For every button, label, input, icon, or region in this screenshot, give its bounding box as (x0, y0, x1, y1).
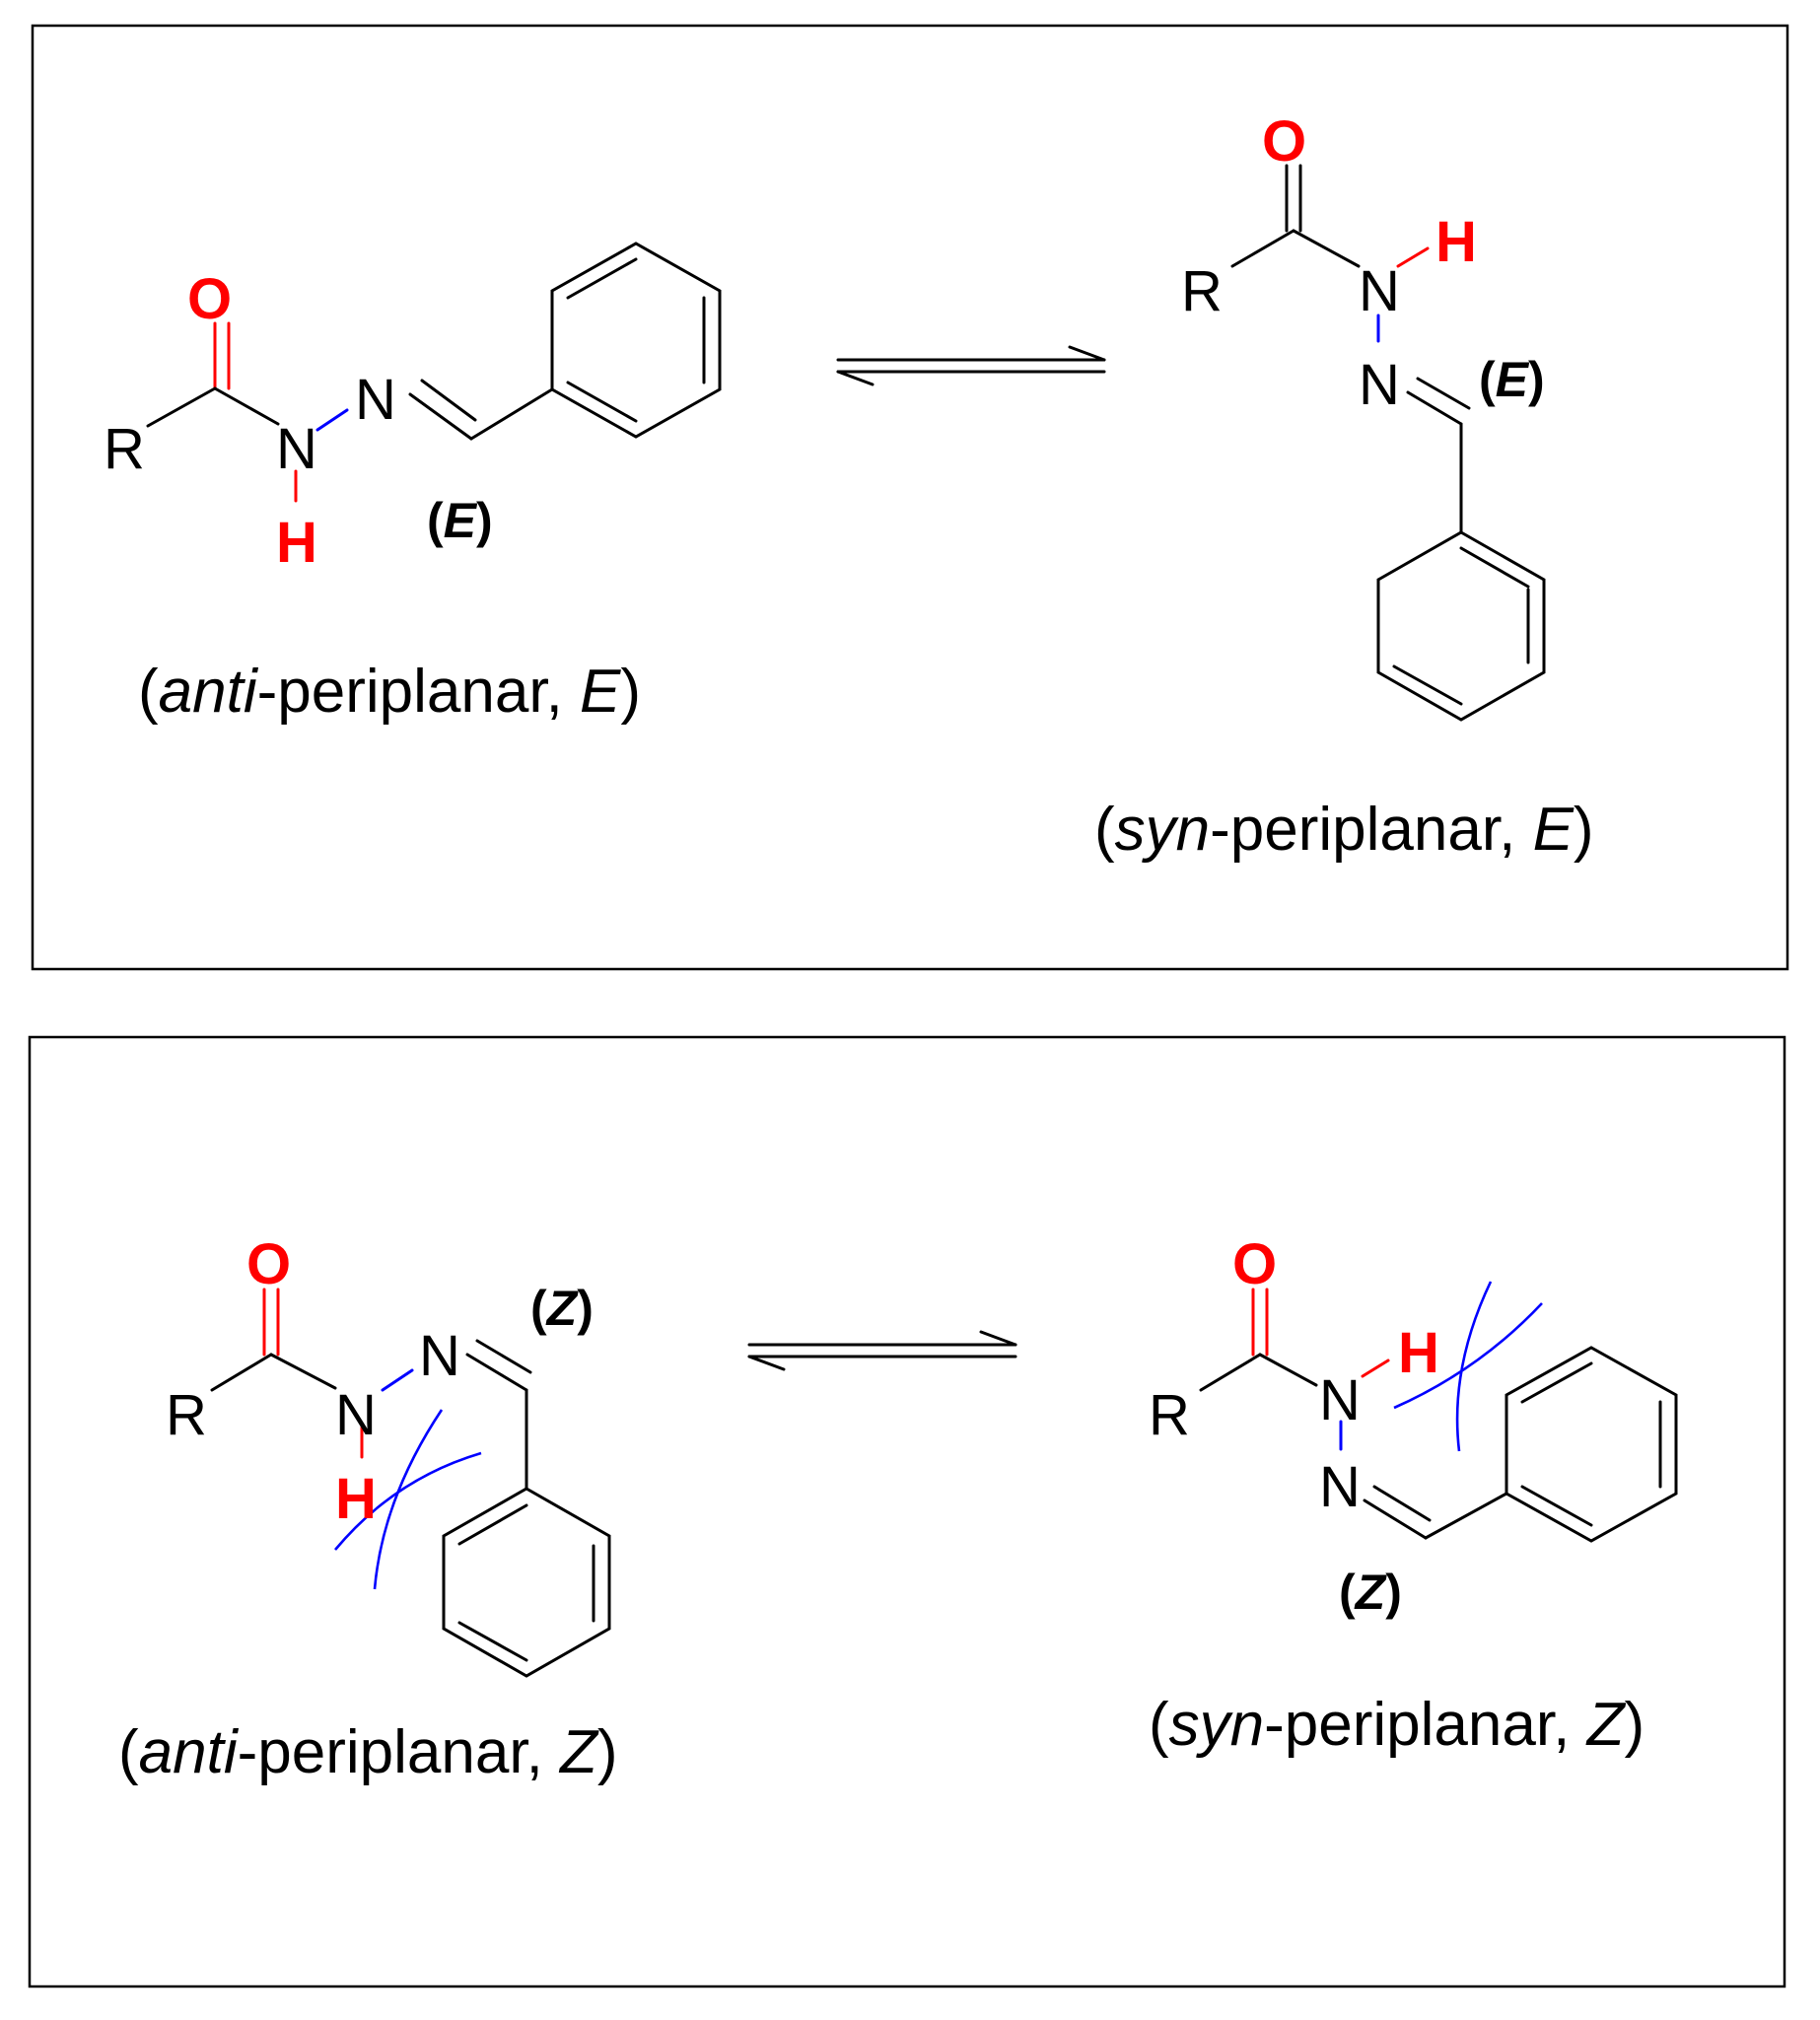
phenyl-ring (442, 1487, 611, 1678)
panel-bottom-frame (28, 1035, 1786, 1988)
atom-oxygen: O (1232, 1232, 1277, 1296)
atom-amide-hydrogen: H (276, 511, 317, 575)
atom-r: R (1181, 259, 1223, 323)
atom-r: R (104, 417, 145, 481)
atom-amide-hydrogen: H (335, 1467, 377, 1531)
bond-n-n (315, 408, 349, 432)
phenyl-ring (1376, 530, 1546, 722)
bond-c-n (213, 386, 280, 426)
bond-r-c (1230, 229, 1295, 268)
atom-nitrogen-imine: N (419, 1324, 460, 1388)
bond-r-c (146, 386, 217, 428)
bond-n-ch-inner (1416, 377, 1471, 410)
caption-anti-Z: (anti-periplanar, Z) (118, 1718, 618, 1786)
bond-n-ch-inner (420, 379, 477, 422)
bond-c-n (1292, 229, 1361, 268)
atom-r: R (166, 1383, 207, 1447)
atom-nitrogen-amide: N (1359, 259, 1400, 323)
atom-amide-hydrogen: H (1435, 210, 1477, 274)
config-tag-E: (E) (427, 493, 493, 548)
bond-n-ch (1363, 1498, 1428, 1540)
molecule-syn-Z: R O N H N (Z) (1149, 1232, 1678, 1620)
atom-oxygen: O (246, 1232, 291, 1296)
molecule-syn-E: R O N H N (E) (1181, 109, 1546, 722)
config-tag-Z: (Z) (1339, 1565, 1402, 1620)
atom-amide-hydrogen: H (1398, 1321, 1439, 1385)
phenyl-ring (1505, 1346, 1678, 1543)
bond-n-ch (408, 392, 473, 441)
equilibrium-arrow-top (836, 345, 1106, 386)
bond-r-c (210, 1353, 273, 1392)
equilibrium-arrow-bottom (747, 1330, 1017, 1371)
bond-c-n (269, 1353, 337, 1390)
molecule-anti-Z: R O N H N (Z) (166, 1232, 611, 1678)
atom-oxygen: O (187, 267, 232, 331)
caption-anti-E: (anti-periplanar, E) (138, 658, 641, 726)
bond-ch-ring (1424, 1492, 1508, 1540)
atom-nitrogen-amide: N (335, 1383, 377, 1447)
panel-top-frame (31, 24, 1789, 971)
bond-ch-ring (469, 387, 554, 441)
atom-nitrogen-amide: N (276, 417, 317, 481)
atom-r: R (1149, 1383, 1190, 1447)
bond-c-n (1258, 1353, 1318, 1387)
phenyl-ring (550, 242, 722, 439)
atom-nitrogen-imine: N (1359, 353, 1400, 417)
atom-nitrogen-amide: N (1319, 1368, 1361, 1432)
bond-n-ch-inner (475, 1339, 532, 1374)
caption-syn-E: (syn-periplanar, E) (1094, 796, 1594, 864)
bond-n-h (1396, 246, 1430, 268)
bond-n-ch (1406, 390, 1463, 426)
bond-n-ch-inner (1372, 1485, 1432, 1522)
atom-nitrogen-imine: N (1319, 1455, 1361, 1519)
config-tag-E: (E) (1479, 352, 1545, 407)
bond-n-ch (465, 1353, 528, 1392)
steric-clash-arcs (334, 1409, 482, 1590)
molecule-anti-E: R O N H N (E) (104, 242, 722, 575)
caption-syn-Z: (syn-periplanar, Z) (1149, 1691, 1645, 1759)
atom-oxygen: O (1262, 109, 1306, 174)
config-tag-Z: (Z) (530, 1281, 594, 1336)
bond-n-n (381, 1368, 414, 1392)
bond-r-c (1199, 1353, 1262, 1392)
steric-clash-arcs (1393, 1281, 1543, 1452)
bond-n-h (1361, 1358, 1390, 1378)
atom-nitrogen-imine: N (355, 368, 396, 432)
